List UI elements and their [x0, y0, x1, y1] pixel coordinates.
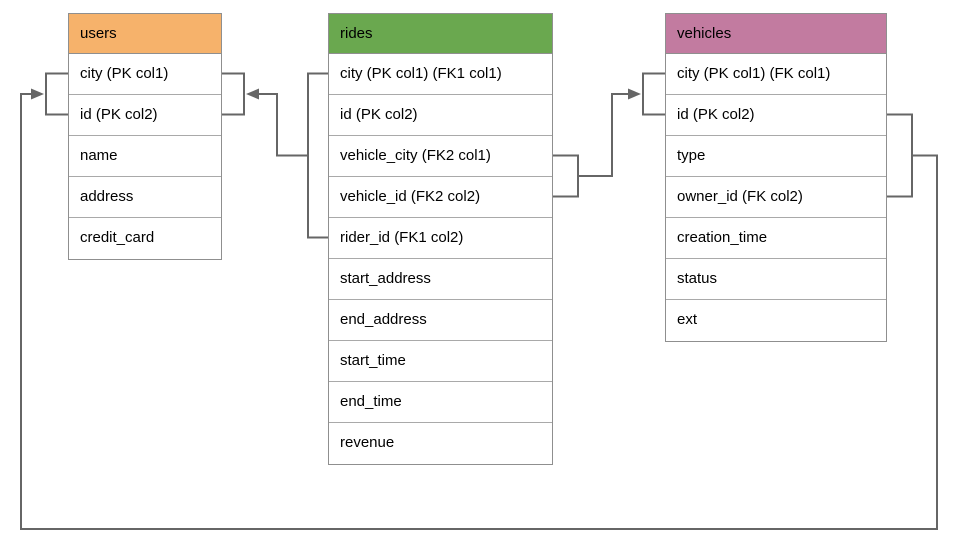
- users-left-bracket: [45, 72, 68, 116]
- rides-fk1-bracket: [259, 72, 328, 239]
- table-row[interactable]: address: [69, 177, 221, 218]
- table-row[interactable]: city (PK col1) (FK col1): [666, 54, 886, 95]
- table-vehicles-header[interactable]: vehicles: [666, 14, 886, 54]
- table-rides-rows: city (PK col1) (FK1 col1)id (PK col2)veh…: [329, 54, 552, 464]
- table-row[interactable]: start_time: [329, 341, 552, 382]
- users-right-bracket: [222, 72, 245, 116]
- rides-fk2-bracket: [553, 93, 628, 198]
- table-row[interactable]: status: [666, 259, 886, 300]
- table-row[interactable]: id (PK col2): [666, 95, 886, 136]
- table-row[interactable]: credit_card: [69, 218, 221, 259]
- table-row[interactable]: city (PK col1) (FK1 col1): [329, 54, 552, 95]
- relation-rides-to-users-connector[interactable]: [222, 72, 328, 239]
- relation-rides-to-vehicles-connector[interactable]: [553, 72, 665, 198]
- table-rides[interactable]: rides city (PK col1) (FK1 col1)id (PK co…: [328, 13, 553, 465]
- table-rides-header[interactable]: rides: [329, 14, 552, 54]
- table-row[interactable]: vehicle_id (FK2 col2): [329, 177, 552, 218]
- arrow-into-users-right: [246, 88, 259, 100]
- table-row[interactable]: vehicle_city (FK2 col1): [329, 136, 552, 177]
- table-row[interactable]: id (PK col2): [69, 95, 221, 136]
- table-row[interactable]: end_time: [329, 382, 552, 423]
- table-vehicles-rows: city (PK col1) (FK col1)id (PK col2)type…: [666, 54, 886, 341]
- table-row[interactable]: end_address: [329, 300, 552, 341]
- table-row[interactable]: ext: [666, 300, 886, 341]
- table-row[interactable]: city (PK col1): [69, 54, 221, 95]
- table-row[interactable]: revenue: [329, 423, 552, 464]
- table-row[interactable]: type: [666, 136, 886, 177]
- vehicles-fk-bracket: [20, 93, 938, 530]
- arrow-into-users-left: [31, 88, 44, 100]
- table-row[interactable]: creation_time: [666, 218, 886, 259]
- vehicles-left-bracket: [642, 72, 665, 116]
- table-row[interactable]: name: [69, 136, 221, 177]
- arrow-into-vehicles-left: [628, 88, 641, 100]
- table-users-header[interactable]: users: [69, 14, 221, 54]
- table-vehicles[interactable]: vehicles city (PK col1) (FK col1)id (PK …: [665, 13, 887, 342]
- table-row[interactable]: id (PK col2): [329, 95, 552, 136]
- relation-vehicles-to-users-connector[interactable]: [20, 72, 938, 530]
- table-row[interactable]: rider_id (FK1 col2): [329, 218, 552, 259]
- table-row[interactable]: start_address: [329, 259, 552, 300]
- table-row[interactable]: owner_id (FK col2): [666, 177, 886, 218]
